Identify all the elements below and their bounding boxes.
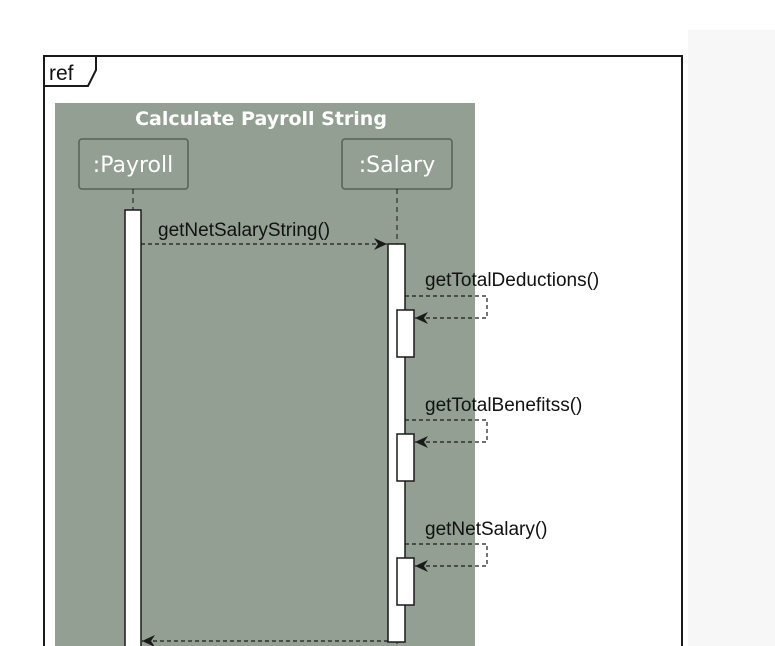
ref-frame-tab — [43, 55, 97, 87]
message-label: getNetSalaryString() — [158, 220, 330, 241]
participant-payroll: :Payroll — [78, 138, 189, 190]
group-title: Calculate Payroll String — [135, 108, 387, 130]
message-label: getTotalDeductions() — [425, 270, 599, 291]
message-label: getNetSalary() — [425, 519, 548, 540]
message-label: getTotalBenefitss() — [425, 395, 582, 416]
activation-nested — [396, 433, 415, 482]
activation-nested — [396, 557, 415, 606]
self-call-arrow — [405, 419, 488, 448]
page-margin — [688, 30, 775, 646]
activation-payroll — [124, 209, 142, 646]
participant-payroll-label: :Payroll — [93, 153, 173, 178]
participant-salary: :Salary — [341, 138, 453, 190]
participant-salary-label: :Salary — [359, 153, 436, 178]
self-call-arrow — [405, 543, 488, 572]
self-call-arrow — [405, 295, 488, 324]
ref-frame-label: ref — [49, 62, 74, 85]
activation-nested — [396, 309, 415, 358]
